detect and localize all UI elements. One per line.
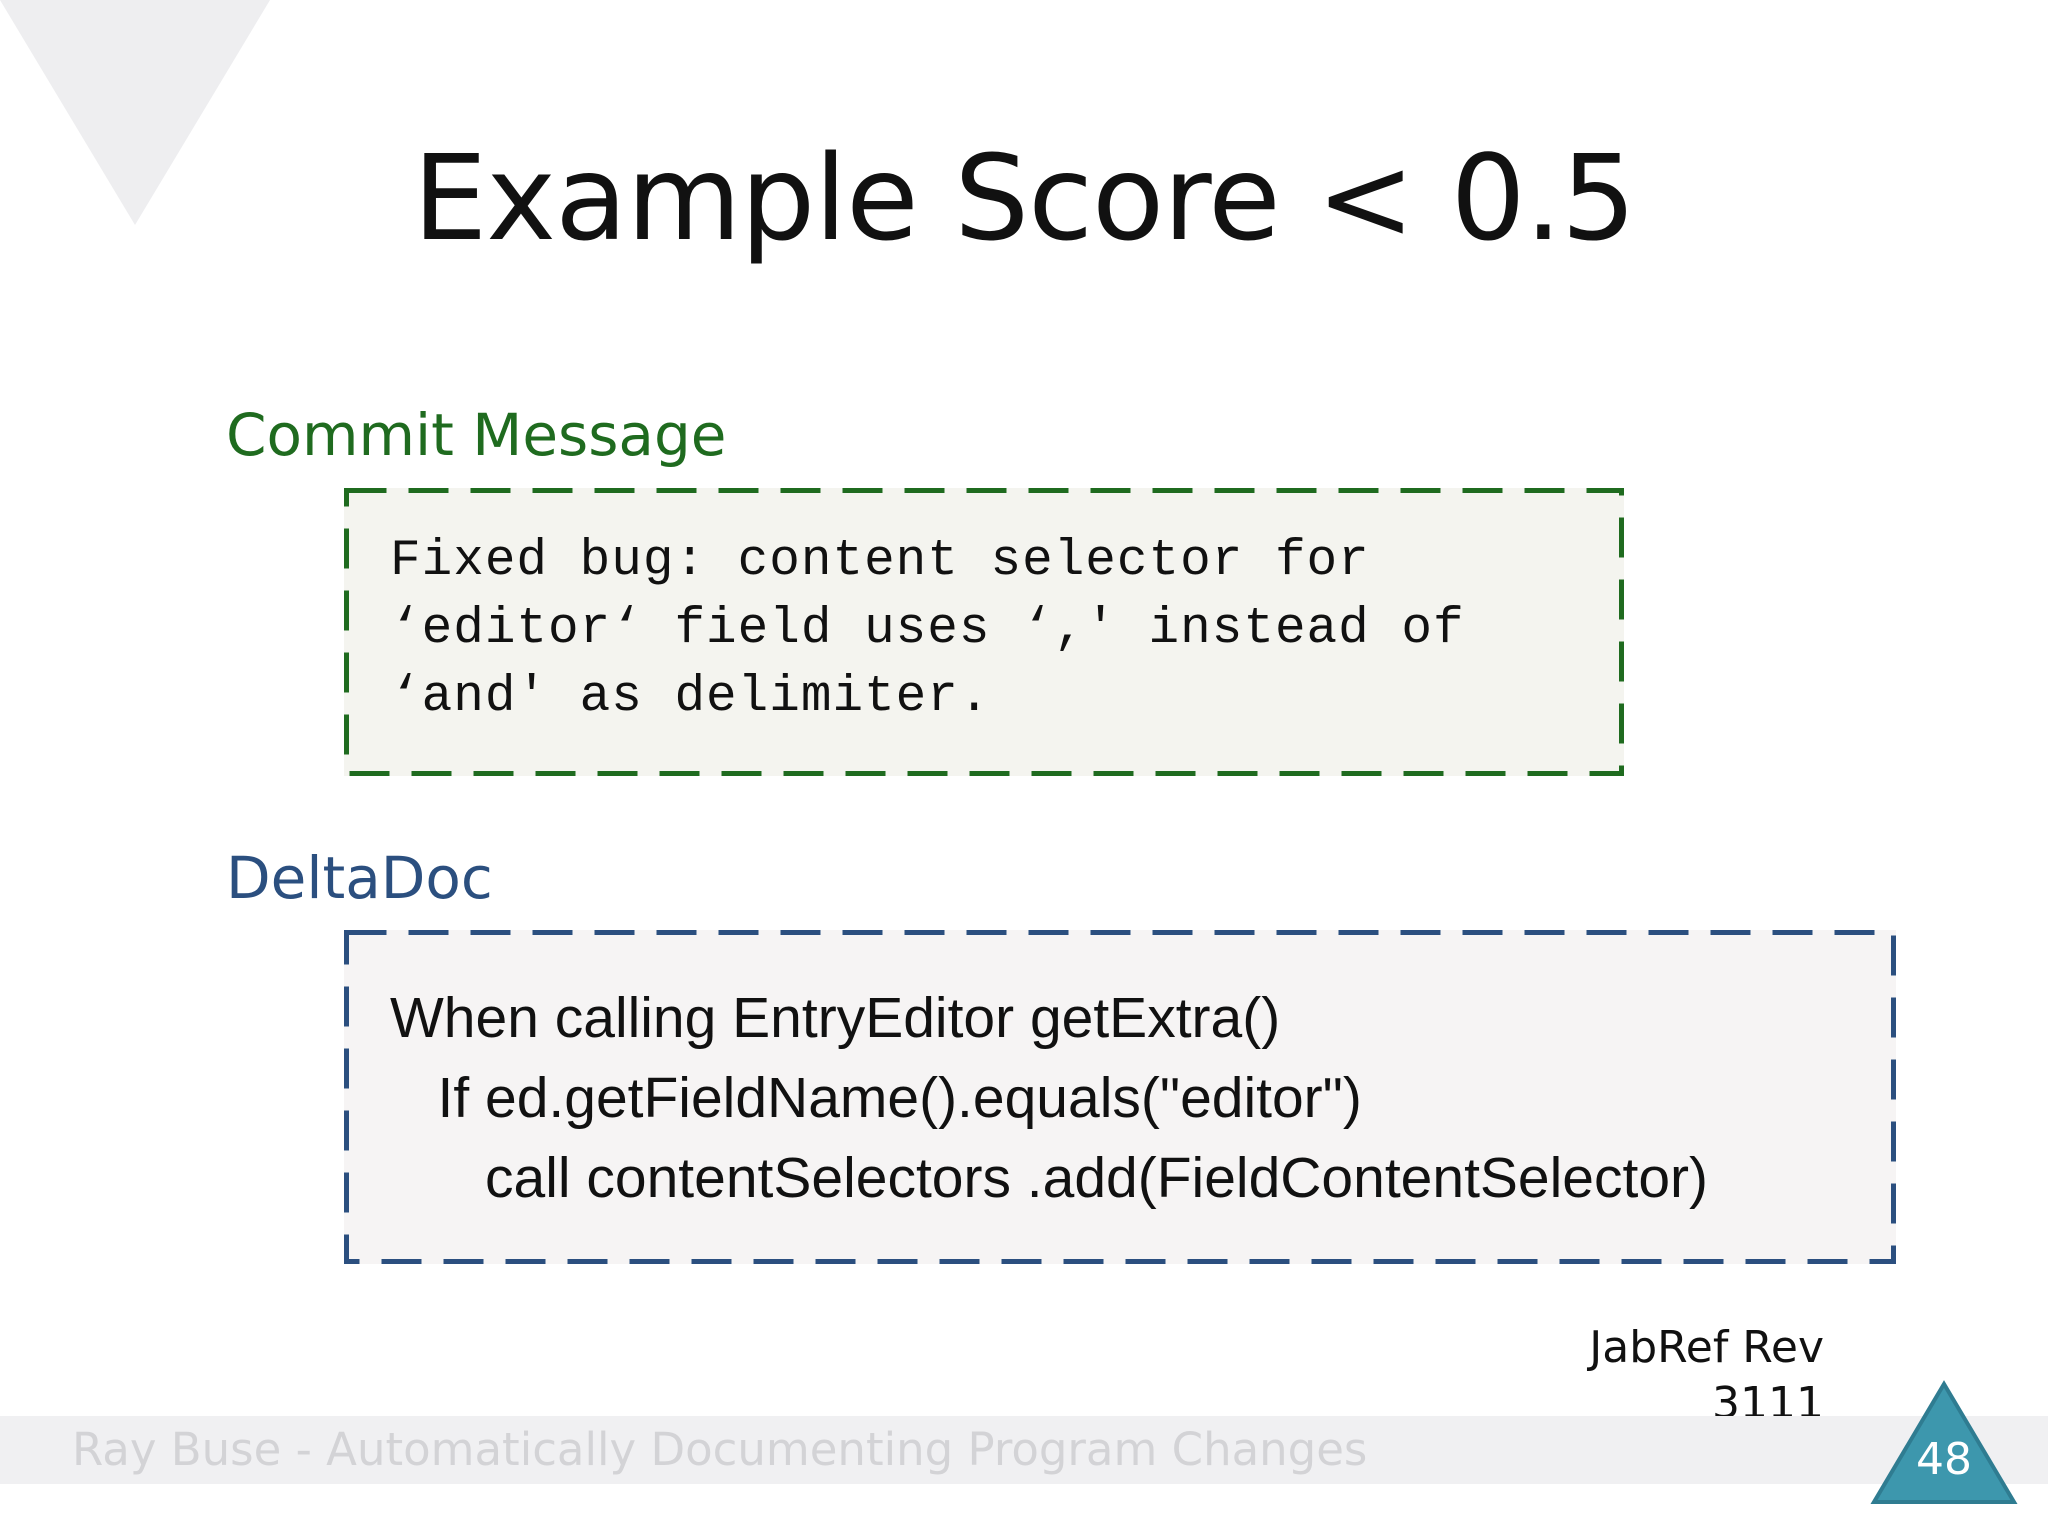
page-number: 48: [1916, 1434, 1972, 1485]
deltadoc-line: call contentSelectors .add(FieldContentS…: [390, 1146, 1708, 1210]
footer-text: Ray Buse - Automatically Documenting Pro…: [72, 1423, 1368, 1476]
footer-band: [0, 1416, 2048, 1484]
deltadoc-line: When calling EntryEditor getExtra(): [390, 986, 1281, 1050]
deltadoc-line: If ed.getFieldName().equals("editor"): [390, 1066, 1362, 1130]
commit-message-line: ‘and' as delimiter.: [390, 669, 991, 726]
corner-triangle-decoration: [0, 0, 270, 225]
deltadoc-label: DeltaDoc: [226, 844, 493, 912]
commit-message-label: Commit Message: [226, 401, 727, 469]
deltadoc-box: When calling EntryEditor getExtra() If e…: [344, 930, 1896, 1264]
page-number-triangle: [1870, 1380, 2018, 1504]
slide-title: Example Score < 0.5: [412, 129, 1636, 267]
commit-message-box: Fixed bug: content selector for ‘editor‘ …: [344, 488, 1624, 776]
commit-message-text: Fixed bug: content selector for ‘editor‘ …: [390, 528, 1465, 732]
deltadoc-text: When calling EntryEditor getExtra() If e…: [390, 978, 1708, 1218]
commit-message-line: Fixed bug: content selector for: [390, 533, 1370, 590]
commit-message-line: ‘editor‘ field uses ‘,' instead of: [390, 601, 1465, 658]
